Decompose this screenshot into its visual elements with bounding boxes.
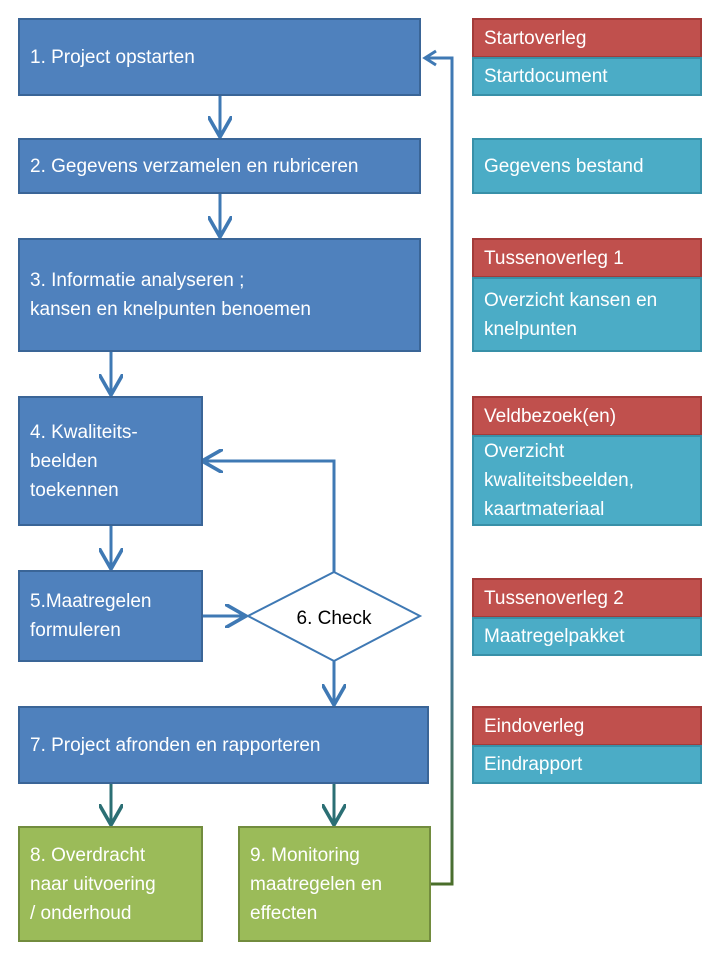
gegevens-bestand-box: Gegevens bestand [472,138,702,194]
step-7-project-afronden: 7. Project afronden en rapporteren [18,706,429,784]
step-3-label: 3. Informatie analyseren ; kansen en kne… [30,270,312,320]
step-9-monitoring: 9. Monitoring maatregelen en effecten [238,826,431,942]
step-4-kwaliteitsbeelden: 4. Kwaliteits- beelden toekennen [18,396,203,526]
step-1-label: 1. Project opstarten [30,46,195,68]
veldbezoek-label: Veldbezoek(en) [484,405,617,427]
feedback-loop-arrowhead [422,49,437,67]
step-2-gegevens-verzamelen: 2. Gegevens verzamelen en rubriceren [18,138,421,194]
startoverleg-box: Startoverleg [472,18,702,58]
overzicht-kwaliteitsbeelden-box: Overzicht kwaliteitsbeelden, kaartmateri… [472,435,702,526]
eindrapport-box: Eindrapport [472,745,702,784]
step-6-check-label: 6. Check [296,608,372,629]
overzicht-kansen-box: Overzicht kansen en knelpunten [472,277,702,352]
tussenoverleg-1-label: Tussenoverleg 1 [484,247,624,269]
step-3-informatie-analyseren: 3. Informatie analyseren ; kansen en kne… [18,238,421,352]
startoverleg-label: Startoverleg [484,27,587,49]
step-1-project-opstarten: 1. Project opstarten [18,18,421,96]
tussenoverleg-1-box: Tussenoverleg 1 [472,238,702,278]
startdocument-box: Startdocument [472,57,702,96]
maatregelpakket-label: Maatregelpakket [484,626,625,647]
step-7-label: 7. Project afronden en rapporteren [30,734,321,756]
step-8-overdracht: 8. Overdracht naar uitvoering / onderhou… [18,826,203,942]
check-diamond [245,570,423,663]
step-5-label: 5.Maatregelen formuleren [30,591,152,641]
feedback-loop-9-to-1 [428,56,454,886]
gegevens-bestand-label: Gegevens bestand [484,155,644,177]
arrow-check-back-to-4 [205,461,336,572]
tussenoverleg-2-box: Tussenoverleg 2 [472,578,702,618]
step-8-label: 8. Overdracht naar uitvoering / onderhou… [30,844,156,924]
veldbezoek-box: Veldbezoek(en) [472,396,702,436]
eindoverleg-label: Eindoverleg [484,715,585,737]
startdocument-label: Startdocument [484,66,608,87]
eindoverleg-box: Eindoverleg [472,706,702,746]
tussenoverleg-2-label: Tussenoverleg 2 [484,587,624,609]
eindrapport-label: Eindrapport [484,754,583,775]
step-9-label: 9. Monitoring maatregelen en effecten [250,844,383,924]
overzicht-kwaliteitsbeelden-label: Overzicht kwaliteitsbeelden, kaartmateri… [484,441,634,520]
step-4-label: 4. Kwaliteits- beelden toekennen [30,421,138,501]
step-2-label: 2. Gegevens verzamelen en rubriceren [30,155,359,177]
step-5-maatregelen: 5.Maatregelen formuleren [18,570,203,662]
maatregelpakket-box: Maatregelpakket [472,617,702,656]
overzicht-kansen-label: Overzicht kansen en knelpunten [484,289,658,340]
